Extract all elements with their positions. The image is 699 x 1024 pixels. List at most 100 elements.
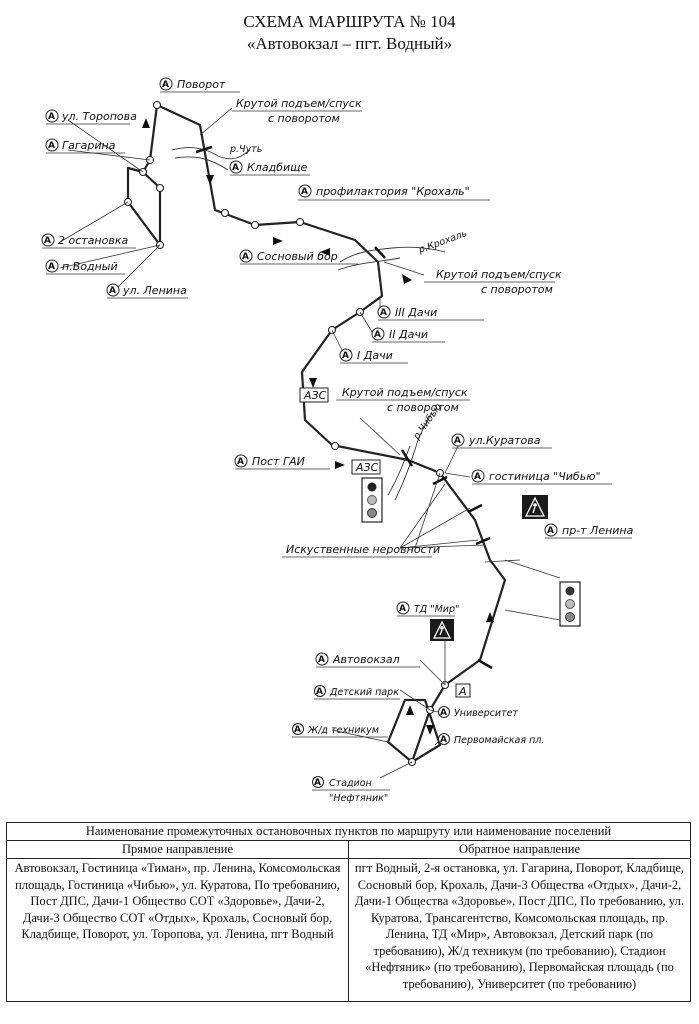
table-header: Наименование промежуточных остановочных …	[6, 822, 691, 841]
svg-text:А: А	[454, 436, 461, 446]
note-bumps: Искуственные неровности	[282, 543, 440, 558]
stop-markers	[123, 100, 450, 767]
svg-text:АЗС: АЗС	[303, 389, 327, 402]
svg-text:А: А	[440, 735, 447, 745]
river-chibyu	[394, 411, 433, 501]
svg-text:А: А	[374, 330, 381, 340]
svg-text:I Дачи: I Дачи	[357, 349, 393, 362]
svg-text:А: А	[318, 655, 325, 665]
stop-toropova: А ул. Торопова	[45, 109, 137, 125]
svg-text:А: А	[547, 526, 554, 536]
svg-text:А: А	[380, 308, 387, 318]
stop-kuratova: А ул.Куратова	[451, 433, 552, 449]
note-climb-1: Крутой подъем/спуск с поворотом	[232, 97, 362, 125]
svg-text:профилактория "Крохаль": профилактория "Крохаль"	[316, 185, 470, 198]
pedestrian-crossing-icon	[522, 495, 548, 519]
svg-text:с поворотом: с поворотом	[268, 112, 340, 125]
stop-p-vodny: А п.Водный	[45, 259, 125, 275]
stop-td-mir: А ТД "Мир"	[396, 601, 459, 617]
svg-text:А: А	[109, 286, 116, 296]
stop-gagarina: А Гагарина	[45, 138, 125, 154]
svg-text:"Нефтяник": "Нефтяник"	[329, 793, 388, 804]
svg-text:Детский парк: Детский парк	[329, 687, 399, 698]
page-title: СХЕМА МАРШРУТА № 104	[243, 12, 456, 31]
river-chut	[171, 147, 251, 160]
direction-arrows	[142, 118, 494, 735]
svg-text:А: А	[301, 187, 308, 197]
bus-station-mark: А	[455, 683, 471, 698]
svg-text:Автовокзал: Автовокзал	[332, 653, 400, 666]
svg-text:п.Водный: п.Водный	[62, 260, 118, 273]
svg-text:А: А	[237, 457, 244, 467]
svg-text:А: А	[458, 685, 467, 698]
svg-text:А: А	[440, 708, 447, 718]
svg-text:А: А	[48, 112, 55, 122]
svg-text:А: А	[316, 687, 323, 697]
stop-lenina-ul: А ул. Ленина	[106, 283, 188, 299]
traffic-light-icon	[361, 477, 383, 523]
stop-povorot: А Поворот	[159, 77, 240, 93]
svg-text:III Дачи: III Дачи	[395, 306, 437, 319]
svg-text:Первомайская пл.: Первомайская пл.	[454, 735, 544, 746]
pedestrian-crossing-icon	[430, 619, 454, 641]
route-map: А Поворот А ул. Торопова А Гагарина А Кл…	[41, 77, 634, 804]
svg-text:пр-т Ленина: пр-т Ленина	[562, 524, 634, 537]
svg-text:ул. Ленина: ул. Ленина	[122, 284, 187, 297]
route-line-main	[156, 104, 507, 764]
stop-detsky-park: А Детский парк	[314, 685, 400, 700]
stop-post-gai: А Пост ГАИ	[234, 454, 330, 470]
col-backward-header: Обратное направление	[348, 840, 691, 859]
svg-text:А: А	[294, 725, 301, 735]
traffic-light-icon	[559, 581, 581, 627]
stop-avtovokzal: А Автовокзал	[315, 652, 420, 668]
svg-text:с поворотом: с поворотом	[481, 283, 553, 296]
svg-text:Сосновый бор: Сосновый бор	[257, 250, 338, 263]
gas-station-2: АЗС	[351, 459, 381, 475]
col-forward-header: Прямое направление	[6, 840, 349, 859]
stop-zhd-tehnikum: А Ж/д техникум	[292, 723, 388, 738]
svg-text:Поворот: Поворот	[177, 78, 226, 91]
stop-kladbische: А Кладбище	[229, 160, 310, 176]
svg-text:с поворотом: с поворотом	[387, 401, 459, 414]
svg-text:А: А	[474, 472, 481, 482]
svg-text:Пост ГАИ: Пост ГАИ	[252, 455, 305, 468]
svg-text:А: А	[242, 252, 249, 262]
svg-text:А: А	[314, 778, 321, 788]
stop-stadion: А Стадион "Нефтяник"	[312, 776, 390, 804]
svg-text:А: А	[162, 80, 169, 90]
svg-text:ТД "Мир": ТД "Мир"	[414, 604, 459, 615]
stop-dachi-2: А II Дачи	[371, 327, 445, 343]
stop-dachi-3: А III Дачи	[377, 305, 484, 321]
page-subtitle: «Автовокзал – пгт. Водный»	[246, 34, 453, 53]
stop-chibyu: А гостиница "Чибью"	[471, 469, 612, 485]
gas-station-1: АЗС	[299, 387, 329, 403]
svg-text:Кладбище: Кладбище	[247, 161, 307, 174]
stop-sosnovy-bor: А Сосновый бор	[239, 249, 358, 265]
note-climb-3: Крутой подъем/спуск с поворотом	[336, 386, 470, 414]
svg-text:А: А	[48, 262, 55, 272]
svg-text:А: А	[399, 604, 406, 614]
forward-stops: Автовокзал, Гостиница «Тиман», пр. Ленин…	[6, 858, 349, 1002]
svg-text:ул.Куратова: ул.Куратова	[468, 434, 541, 447]
svg-text:Ж/д техникум: Ж/д техникум	[307, 725, 379, 736]
svg-text:А: А	[342, 351, 349, 361]
svg-text:2 остановка: 2 остановка	[58, 234, 128, 247]
svg-text:А: А	[232, 163, 239, 173]
svg-text:гостиница "Чибью": гостиница "Чибью"	[489, 470, 601, 483]
stops-table: Наименование промежуточных остановочных …	[6, 822, 691, 1002]
stop-universitet: А Университет	[438, 706, 518, 719]
stop-profilaktoriy: А профилактория "Крохаль"	[298, 184, 490, 201]
svg-text:А: А	[44, 236, 51, 246]
svg-text:Стадион: Стадион	[329, 778, 372, 789]
svg-text:Крутой подъем/спуск: Крутой подъем/спуск	[236, 97, 362, 110]
svg-text:Университет: Университет	[454, 708, 518, 719]
svg-text:Искуственные неровности: Искуственные неровности	[286, 543, 440, 556]
svg-text:АЗС: АЗС	[355, 461, 379, 474]
river-label-chut: р.Чуть	[229, 144, 262, 155]
river-krohal	[339, 246, 446, 263]
river-label-krohal: р.Крохаль	[416, 228, 468, 256]
stop-dachi-1: А I Дачи	[339, 348, 408, 364]
stop-pervomayskaya: А Первомайская пл.	[438, 733, 544, 746]
note-climb-2: Крутой подъем/спуск с поворотом	[424, 268, 562, 296]
svg-text:Крутой подъем/спуск: Крутой подъем/спуск	[342, 386, 468, 399]
